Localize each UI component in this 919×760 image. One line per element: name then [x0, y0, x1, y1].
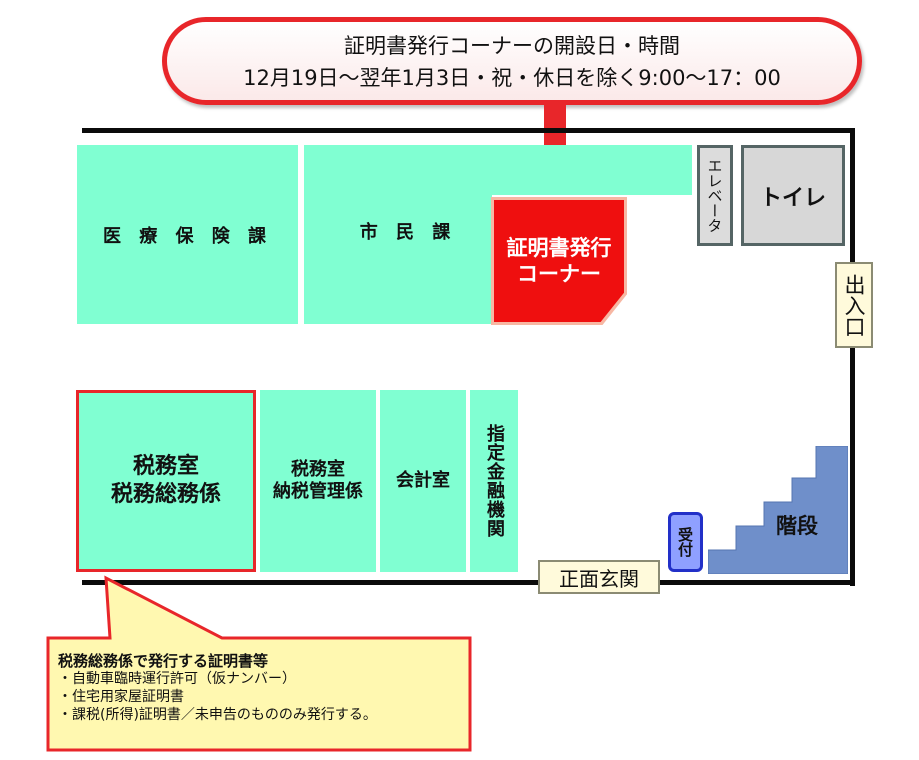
south-wall-left	[82, 580, 542, 585]
elevator-label: エレベータ	[705, 158, 724, 233]
tax-office-label-2: 税務総務係	[110, 482, 221, 507]
room-medical-insurance: 医 療 保 険 課	[77, 145, 298, 324]
reception-desk: 受付	[668, 512, 703, 572]
notice-dates: 12月19日～翌年1月3日・祝・休日を除く9:00～17：00	[243, 66, 781, 90]
certificate-corner-label-1: 証明書発行	[506, 236, 612, 260]
callout-heading: 税務総務係で発行する証明書等	[58, 652, 269, 670]
stairs-icon	[708, 446, 848, 574]
callout-item: ・自動車臨時運行許可（仮ナンバー）	[58, 671, 296, 687]
toilet-label: トイレ	[759, 185, 826, 211]
east-wall-upper	[850, 128, 855, 262]
accounting-label: 会計室	[396, 470, 450, 491]
room-label: 医 療 保 険 課	[102, 225, 273, 247]
side-entrance: 出入口	[835, 262, 873, 348]
notice-title: 証明書発行コーナーの開設日・時間	[344, 34, 680, 58]
south-wall-right	[660, 580, 855, 585]
elevator: エレベータ	[697, 145, 733, 246]
tax-payment-label-1: 税務室	[291, 459, 345, 480]
room-accounting: 会計室	[380, 390, 466, 572]
callout-bubble	[46, 575, 472, 752]
callout-item: ・課税(所得)証明書／未申告のもののみ発行する。	[58, 707, 377, 723]
side-entrance-label: 出入口	[842, 273, 866, 337]
corridor-gap	[627, 195, 692, 324]
room-designated-bank: 指定金融機関	[470, 390, 518, 572]
room-citizens: 市 民 課	[304, 145, 492, 324]
north-wall	[82, 128, 855, 133]
toilet: トイレ	[741, 145, 845, 246]
designated-bank-label: 指定金融機関	[484, 424, 505, 538]
tax-office-label-1: 税務室	[132, 454, 199, 479]
reception-label: 受付	[676, 527, 694, 557]
room-tax-general-affairs: 税務室 税務総務係	[76, 390, 256, 572]
opening-hours-notice: 証明書発行コーナーの開設日・時間 12月19日～翌年1月3日・祝・休日を除く9:…	[162, 17, 862, 105]
callout-item: ・住宅用家屋証明書	[58, 689, 184, 705]
tax-payment-label-2: 納税管理係	[273, 481, 363, 502]
certificate-issuance-corner: 証明書発行 コーナー	[494, 200, 624, 322]
front-entrance-label: 正面玄関	[559, 566, 639, 591]
corridor-strip	[492, 145, 692, 195]
callout-text: 税務総務係で発行する証明書等 ・自動車臨時運行許可（仮ナンバー） ・住宅用家屋証…	[58, 652, 377, 724]
room-tax-payment: 税務室 納税管理係	[260, 390, 376, 572]
front-entrance: 正面玄関	[538, 560, 660, 594]
stairs-label: 階段	[776, 514, 818, 538]
east-wall-lower	[850, 346, 855, 586]
room-label: 市 民 課	[359, 221, 457, 243]
certificate-corner-label-2: コーナー	[517, 262, 601, 286]
